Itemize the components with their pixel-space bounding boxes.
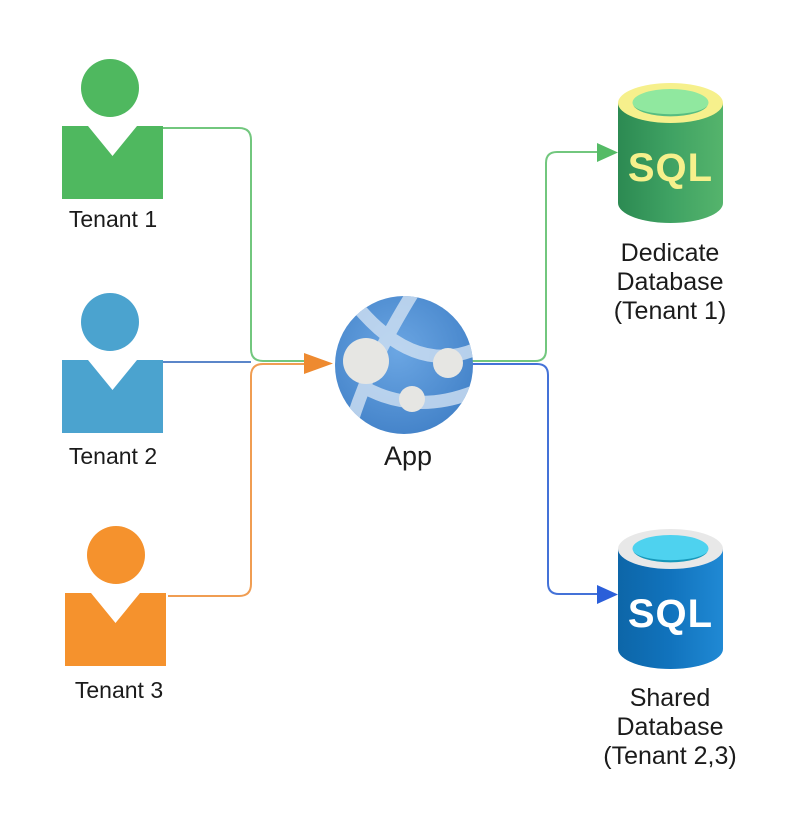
tenant2-user-icon [62, 293, 163, 433]
arrowhead-dedicated-db-icon [597, 143, 618, 162]
edge-app-dedicated-db [470, 151, 598, 362]
app-globe-icon [335, 296, 473, 434]
tenant3-label: Tenant 3 [74, 677, 164, 703]
edge-app-shared-db [470, 363, 598, 595]
shared-sql-text: SQL [628, 592, 713, 636]
app-label: App [383, 441, 433, 471]
tenant3-user-icon [65, 526, 166, 666]
arrowhead-shared-db-icon [597, 585, 618, 604]
edge-tenant1-app [163, 127, 310, 362]
dedicated-db-label: Dedicate Database (Tenant 1) [613, 239, 727, 325]
dedicated-sql-text: SQL [628, 146, 713, 190]
shared-db-label: Shared Database (Tenant 2,3) [603, 684, 737, 770]
dedicated-sql-database-icon: SQL [618, 83, 723, 223]
tenant1-label: Tenant 1 [68, 206, 158, 232]
edge-tenant3-app [168, 363, 306, 597]
tenant2-label: Tenant 2 [68, 443, 158, 469]
arrowhead-app-icon [304, 353, 333, 374]
tenant1-user-icon [62, 59, 163, 199]
shared-sql-database-icon: SQL [618, 529, 723, 669]
